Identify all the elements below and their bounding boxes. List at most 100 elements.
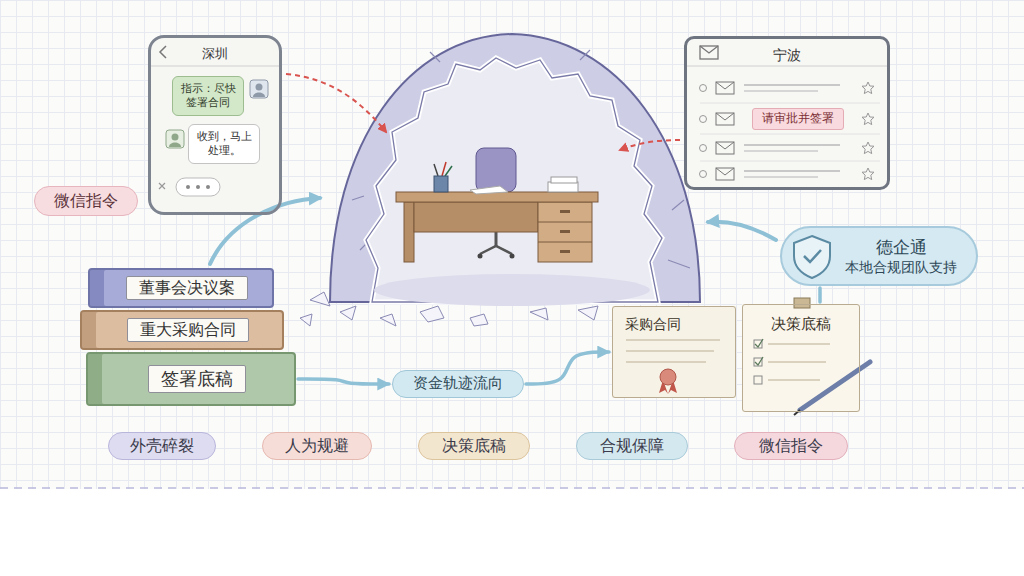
- cracked-shell: [380, 314, 396, 326]
- tablet-device: [687, 66, 887, 67]
- flow-arrow: [210, 198, 320, 264]
- lower-ground: [0, 489, 1024, 576]
- tablet-device: [862, 82, 874, 94]
- phone-device: [196, 185, 200, 189]
- badge-fill: [781, 227, 977, 285]
- checklist-paper: [754, 376, 762, 384]
- tablet-device: [716, 168, 734, 180]
- tablet-device: [700, 103, 880, 104]
- flow-connector: [526, 352, 609, 384]
- desk-scene: [480, 246, 512, 254]
- node-label: 董事会决议案: [126, 276, 248, 301]
- cracked-shell: [530, 308, 548, 320]
- node-label: 宁波: [773, 46, 801, 64]
- checklist-paper: [768, 361, 826, 363]
- pointer-arrow: [620, 140, 680, 150]
- tablet-device: [744, 90, 818, 92]
- cracked-shell: [340, 306, 356, 320]
- checklist-paper: [742, 298, 870, 415]
- tablet-device: [862, 168, 874, 180]
- tablet-device: [687, 39, 887, 187]
- tablet-device: [716, 82, 734, 94]
- tag-pill: 合规保障: [576, 432, 688, 460]
- checklist-paper: [754, 358, 762, 366]
- tablet-device: [862, 113, 874, 125]
- phone-device: [160, 46, 166, 58]
- desk-scene: [396, 192, 598, 202]
- checklist-paper: [754, 340, 762, 348]
- desk-scene: [476, 148, 516, 192]
- tablet-device: [862, 168, 874, 180]
- checklist-paper: [742, 304, 860, 412]
- phone-device: [169, 143, 181, 148]
- tablet-device: [716, 142, 734, 154]
- node-label: 决策底稿: [442, 436, 506, 457]
- desk-scene: [478, 254, 483, 259]
- node-label: 重大采购合同: [127, 318, 249, 343]
- desk-scene: [434, 176, 448, 192]
- tablet-device: [700, 46, 718, 53]
- tag-pill: 微信指令: [34, 186, 138, 216]
- tablet-device: [716, 113, 734, 120]
- contract-paper: [660, 369, 676, 385]
- desk-scene: [560, 210, 570, 213]
- checklist-paper: [768, 343, 830, 345]
- node-label: 指示：尽快 签署合同: [178, 82, 238, 111]
- contract-document: 采购合同: [612, 306, 736, 398]
- desk-scene: [396, 148, 598, 262]
- dashed-divider: [0, 487, 1024, 489]
- cracked-shell: [374, 274, 650, 306]
- cracked-shell: [366, 58, 662, 302]
- desk-scene: [434, 164, 438, 176]
- checklist-paper: [755, 339, 763, 347]
- tag-pill: 决策底稿: [418, 432, 530, 460]
- node-label: 请审批并签署: [762, 111, 834, 127]
- badge-fill: [794, 236, 830, 278]
- node-label: 签署底稿: [148, 365, 246, 392]
- contract-paper: [626, 350, 714, 352]
- tablet-device: [700, 161, 880, 162]
- flow-connector: [818, 288, 822, 302]
- contract-paper: [626, 339, 720, 341]
- checklist-paper: [794, 410, 800, 415]
- pointer-arrow: [286, 74, 680, 150]
- node-label: 合规保障: [600, 436, 664, 457]
- desk-scene: [510, 254, 515, 259]
- binder: 董事会决议案: [88, 268, 274, 308]
- binder: 重大采购合同: [80, 310, 284, 350]
- tablet-device: [716, 82, 734, 89]
- phone-device: [250, 80, 268, 98]
- tag-pill: 人为规避: [262, 432, 372, 460]
- badge-fill: [781, 227, 977, 285]
- tablet: 宁波请审批并签署: [684, 36, 890, 190]
- email-row: 请审批并签署: [752, 108, 844, 130]
- node-label: 微信指令: [759, 436, 823, 457]
- phone-device: [206, 185, 210, 189]
- tag-pill: 微信指令: [734, 432, 848, 460]
- tablet-device: [700, 145, 707, 152]
- tablet-device: [862, 82, 874, 94]
- phone-device: [256, 84, 263, 91]
- node-label: 收到，马上 处理。: [194, 130, 254, 159]
- desk-scene: [404, 202, 414, 262]
- tablet-device: [716, 113, 734, 125]
- contract-paper: [612, 306, 736, 398]
- flow-connector: [298, 379, 389, 384]
- tablet-device: [744, 144, 840, 146]
- node-label: 德企通: [876, 236, 927, 258]
- tablet-device: [700, 85, 707, 92]
- pointer-arrow: [286, 74, 386, 132]
- desk-scene: [551, 177, 577, 183]
- node-label: 采购合同: [625, 315, 681, 333]
- desk-scene: [470, 186, 508, 194]
- node-label: 外壳碎裂: [130, 436, 194, 457]
- phone-device: [151, 38, 279, 212]
- checklist-paper: [755, 357, 763, 365]
- flow-pill: 资金轨迹流向: [392, 370, 524, 398]
- phone: 深圳指示：尽快 签署合同收到，马上 处理。: [148, 35, 282, 215]
- phone-device: [186, 185, 190, 189]
- phone-device: [166, 130, 184, 148]
- desk-scene: [538, 242, 592, 243]
- phone-device: [151, 38, 279, 212]
